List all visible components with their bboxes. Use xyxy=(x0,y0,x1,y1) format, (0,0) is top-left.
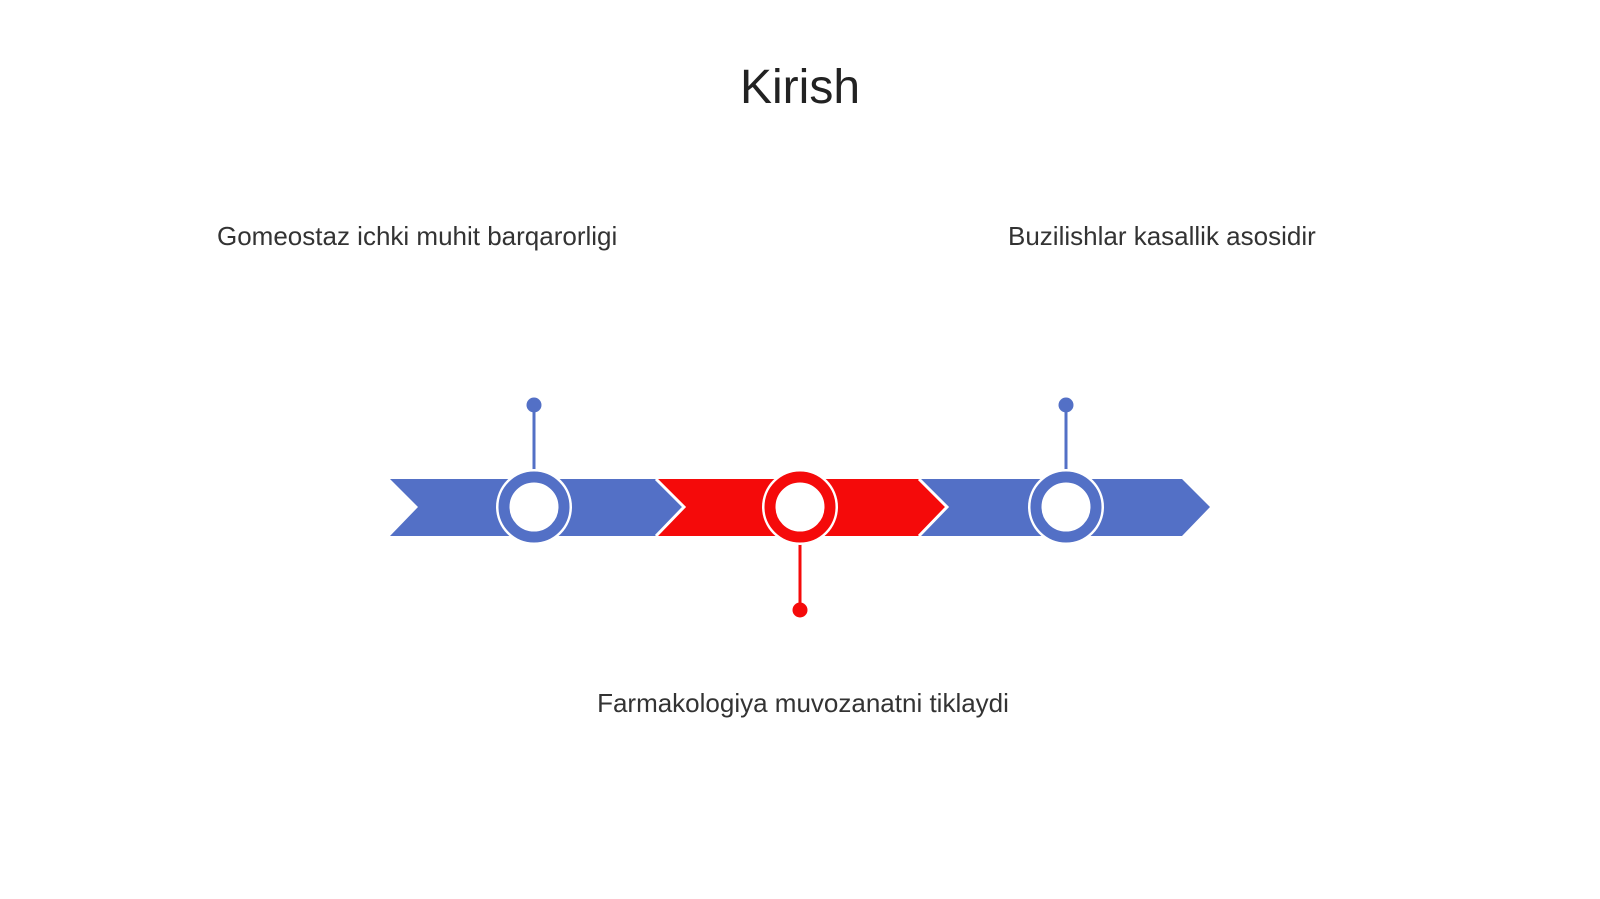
timeline-label-2: Farmakologiya muvozanatni tiklaydi xyxy=(597,688,1009,718)
connector-dot-1 xyxy=(526,397,542,413)
segment-separator xyxy=(917,477,950,538)
milestone-marker-2 xyxy=(762,469,838,545)
timeline-label-3: Buzilishlar kasallik asosidir xyxy=(1008,221,1316,251)
milestone-marker-3 xyxy=(1028,469,1104,545)
segment-separator xyxy=(654,477,687,538)
milestone-marker-1 xyxy=(496,469,572,545)
connector-dot-2 xyxy=(792,602,808,618)
connector-dot-3 xyxy=(1058,397,1074,413)
timeline-label-1: Gomeostaz ichki muhit barqarorligi xyxy=(217,221,618,251)
slide-title: Kirish xyxy=(739,61,861,114)
